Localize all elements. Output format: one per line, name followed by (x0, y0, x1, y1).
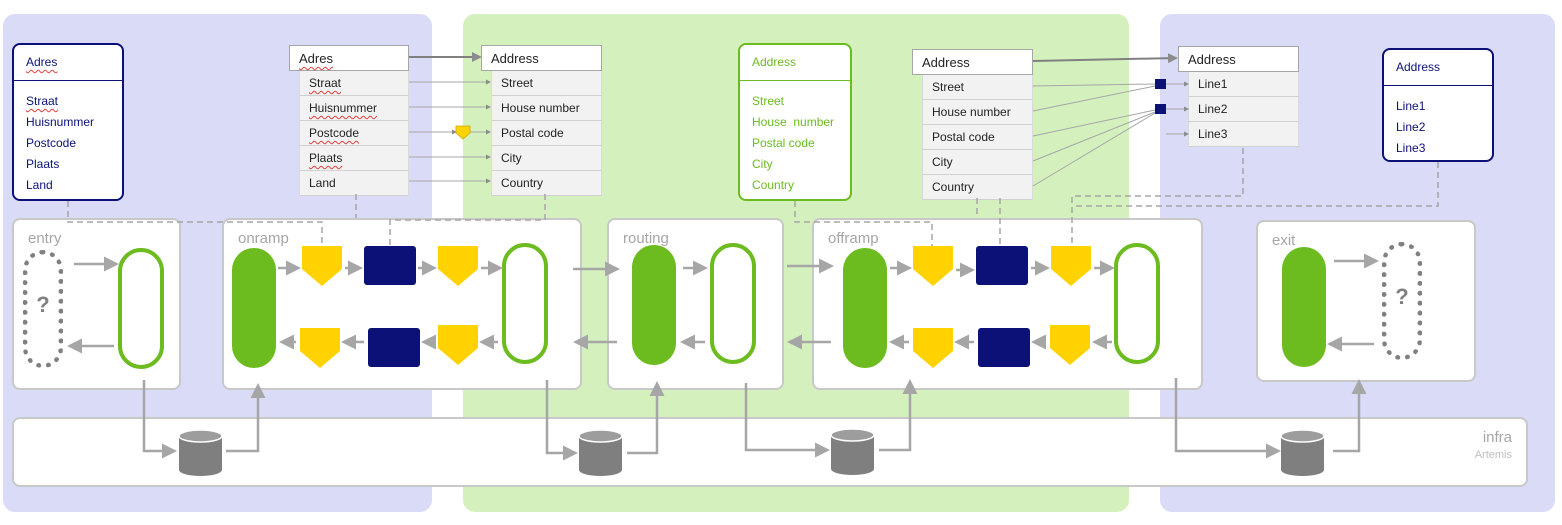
dutch-model-box[interactable]: Adres Straat Huisnummer Postcode Plaats … (12, 43, 124, 201)
dutch-model-title: Adres (26, 55, 58, 69)
entry-unknown-endpoint[interactable] (23, 250, 63, 368)
canonical-field: City (752, 157, 773, 171)
canonical-field: House number (752, 115, 835, 129)
table-row[interactable]: Land (299, 171, 409, 196)
table-row[interactable]: Street (491, 71, 602, 96)
offramp-source-table[interactable]: Address Street House number Postal code … (912, 49, 1033, 200)
table-row[interactable]: Line3 (1188, 122, 1299, 147)
infra-title: infra (1482, 429, 1512, 446)
line-model-title: Address (1396, 60, 1441, 74)
offramp-target-table[interactable]: Address Line1 Line2 Line3 (1178, 46, 1299, 147)
table-header: Address (912, 49, 1033, 75)
table-row[interactable]: Country (491, 171, 602, 196)
table-row[interactable]: Street (922, 75, 1033, 100)
table-row[interactable]: City (922, 150, 1033, 175)
line-field: Line3 (1396, 141, 1426, 155)
table-row[interactable]: Line2 (1188, 97, 1299, 122)
table-row[interactable]: House number (491, 96, 602, 121)
line-field: Line1 (1396, 99, 1426, 113)
table-header: Address (481, 45, 602, 71)
table-row[interactable]: Plaats (299, 146, 409, 171)
exit-unknown-endpoint[interactable] (1382, 242, 1422, 360)
stage-routing-label: routing (623, 230, 669, 247)
canonical-field: Street (752, 94, 785, 108)
stage-routing[interactable]: routing (607, 218, 784, 390)
table-row[interactable]: Postal code (922, 125, 1033, 150)
dutch-field: Huisnummer (26, 115, 95, 129)
stage-onramp[interactable]: onramp (222, 218, 582, 390)
table-header: Adres (289, 45, 409, 71)
stage-offramp[interactable]: offramp (812, 218, 1203, 390)
stage-onramp-label: onramp (238, 230, 289, 247)
infra-bar[interactable]: infra Artemis (12, 417, 1528, 487)
canonical-field: Postal code (752, 136, 815, 150)
line-field: Line2 (1396, 120, 1426, 134)
dutch-field: Plaats (26, 157, 60, 171)
exit-unknown-symbol: ? (1395, 284, 1409, 309)
table-row[interactable]: Huisnummer (299, 96, 409, 121)
stage-offramp-label: offramp (828, 230, 879, 247)
stage-exit-label: exit (1272, 232, 1296, 249)
table-header: Address (1178, 46, 1299, 72)
table-row[interactable]: Country (922, 175, 1033, 200)
dutch-field: Straat (26, 94, 59, 108)
table-row[interactable]: Straat (299, 71, 409, 96)
table-row[interactable]: Line1 (1188, 72, 1299, 97)
table-row[interactable]: Postcode (299, 121, 409, 146)
dutch-field: Postcode (26, 136, 77, 150)
onramp-target-table[interactable]: Address Street House number Postal code … (481, 45, 602, 196)
canonical-model-title: Address (752, 55, 797, 69)
canonical-field: Country (752, 178, 795, 192)
table-row[interactable]: House number (922, 100, 1033, 125)
dutch-field: Land (26, 178, 53, 192)
table-row[interactable]: Postal code (491, 121, 602, 146)
stage-exit[interactable]: exit (1256, 220, 1476, 382)
onramp-source-table[interactable]: Adres Straat Huisnummer Postcode Plaats … (289, 45, 409, 196)
stage-entry-label: entry (28, 230, 62, 247)
table-row[interactable]: City (491, 146, 602, 171)
infra-subtitle: Artemis (1474, 449, 1512, 461)
canonical-model-box[interactable]: Address Street House number Postal code … (738, 43, 852, 201)
entry-unknown-symbol: ? (36, 292, 50, 317)
line-model-box[interactable]: Address Line1 Line2 Line3 (1382, 48, 1494, 162)
